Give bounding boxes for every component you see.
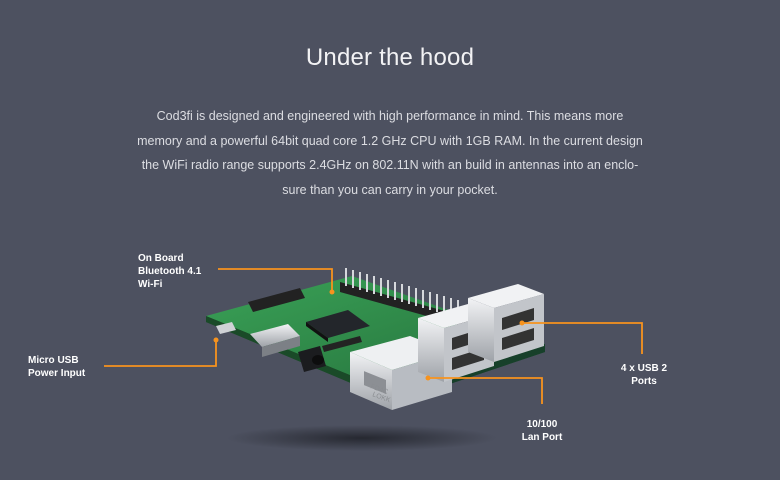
description-line: Cod3fi is designed and engineered with h… bbox=[156, 109, 624, 123]
hdmi-port bbox=[250, 324, 300, 347]
section-title: Under the hood bbox=[305, 44, 475, 71]
micro-usb-port bbox=[216, 322, 236, 334]
description-line: sure than you can carry in your pocket. bbox=[282, 182, 498, 197]
audio-jack bbox=[298, 346, 326, 372]
cpu-chip bbox=[306, 310, 370, 338]
camera-connector bbox=[322, 336, 362, 352]
callout-line-usb bbox=[522, 322, 643, 354]
callout-line-lan bbox=[428, 377, 543, 404]
raspberry-board: FD4C LOKK bbox=[206, 268, 545, 410]
board-shadow bbox=[227, 425, 497, 451]
callout-usb-ports-label: 4 x USB 2 Ports bbox=[620, 363, 668, 387]
callout-lines bbox=[104, 268, 643, 404]
usb-port-stack-2 bbox=[468, 284, 544, 362]
description-line: memory and a powerful 64bit quad core 1.… bbox=[137, 133, 643, 148]
callout-dots bbox=[213, 289, 525, 381]
display-connector bbox=[248, 288, 305, 312]
callout-bluetooth-label: On Board Bluetooth 4.1 Wi-Fi bbox=[138, 253, 202, 290]
callout-micro-usb-label: Micro USB Power Input bbox=[28, 355, 86, 379]
description-line: the WiFi radio range supports 2.4GHz on … bbox=[141, 158, 639, 172]
callout-line-bluetooth bbox=[218, 268, 333, 292]
section-description: Cod3fi is designed and engineered with h… bbox=[100, 104, 680, 202]
callout-line-micro-usb bbox=[104, 340, 217, 367]
callout-lan-port-label: 10/100 Lan Port bbox=[521, 419, 563, 443]
